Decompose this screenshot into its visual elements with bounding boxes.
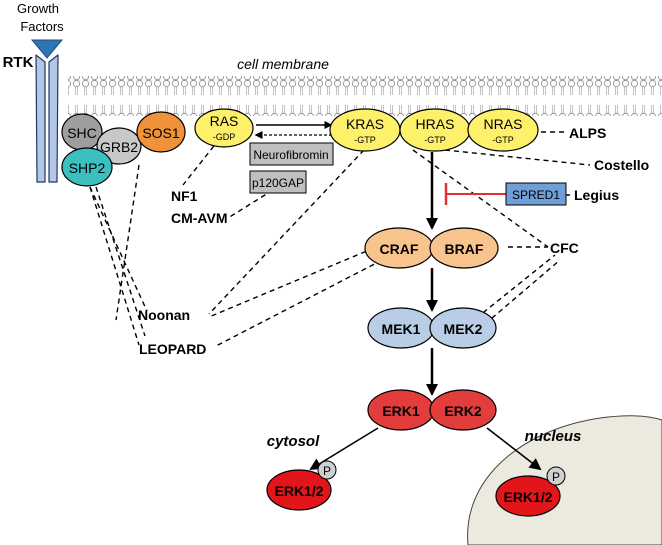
syndrome-legius: Legius xyxy=(574,187,619,203)
nras-gtp-sublabel: -GTP xyxy=(492,135,514,145)
rtk-receptor xyxy=(35,54,59,183)
mek1-label: MEK1 xyxy=(382,321,421,337)
ras-gdp-node xyxy=(194,108,254,148)
ras-label: RAS xyxy=(210,113,239,129)
erk12-nucleus-label: ERK1/2 xyxy=(503,489,552,505)
grb2-node xyxy=(96,127,142,165)
erk-to-nucleus-arrow xyxy=(486,427,542,471)
shp2-label: SHP2 xyxy=(69,160,106,176)
p120gap-label: p120GAP xyxy=(252,176,304,190)
phospho-cytosol-badge xyxy=(317,460,337,480)
grb2-label: GRB2 xyxy=(100,139,138,155)
craf-label: CRAF xyxy=(380,241,419,257)
shc-label: SHC xyxy=(67,125,97,141)
shp2-node xyxy=(61,147,113,187)
cytosol-label: cytosol xyxy=(267,433,320,450)
erk2-node xyxy=(429,389,497,431)
growth-factors-label-line2: Factors xyxy=(20,19,64,34)
braf-label: BRAF xyxy=(445,241,484,257)
spred1-label: SPRED1 xyxy=(512,188,560,202)
syndrome-cm-avm: CM-AVM xyxy=(171,210,228,226)
erk1-label: ERK1 xyxy=(382,403,420,419)
phospho-nucleus-label: P xyxy=(552,470,560,484)
nras-label: NRAS xyxy=(484,116,523,132)
spred1-box xyxy=(505,182,567,206)
kras-gtp-sublabel: -GTP xyxy=(354,135,376,145)
erk12-cytosol-label: ERK1/2 xyxy=(274,483,323,499)
growth-factor-ligand xyxy=(30,39,64,59)
hras-label: HRAS xyxy=(416,116,455,132)
erk12-cytosol-node xyxy=(266,469,332,511)
syndrome-nf1: NF1 xyxy=(171,188,198,204)
mek2-node xyxy=(429,307,497,349)
erk12-nucleus-node xyxy=(495,475,561,517)
nras-gtp-node xyxy=(467,108,539,152)
growth-factors-label-line1: Growth xyxy=(17,1,59,16)
sos1-node xyxy=(136,111,186,153)
neurofibromin-label: Neurofibromin xyxy=(253,148,328,162)
mek2-label: MEK2 xyxy=(444,321,483,337)
braf-node xyxy=(429,227,499,269)
syndrome-leopard: LEOPARD xyxy=(139,341,206,357)
syndrome-costello: Costello xyxy=(594,157,649,173)
syndrome-alps: ALPS xyxy=(569,125,606,141)
phospho-cytosol-label: P xyxy=(323,464,331,478)
erk2-label: ERK2 xyxy=(444,403,482,419)
sos1-label: SOS1 xyxy=(142,125,180,141)
kras-label: KRAS xyxy=(346,116,384,132)
cell-membrane-label: cell membrane xyxy=(237,56,329,72)
syndrome-cfc: CFC xyxy=(550,240,579,256)
hras-gtp-sublabel: -GTP xyxy=(424,135,446,145)
nucleus-label: nucleus xyxy=(525,428,582,445)
rtk-label: RTK xyxy=(3,54,34,71)
ras-gdp-sublabel: -GDP xyxy=(213,132,236,142)
neurofibromin-box xyxy=(249,142,334,166)
syndrome-noonan: Noonan xyxy=(138,307,190,323)
phospho-nucleus-badge xyxy=(546,466,566,486)
p120gap-box xyxy=(249,170,307,194)
